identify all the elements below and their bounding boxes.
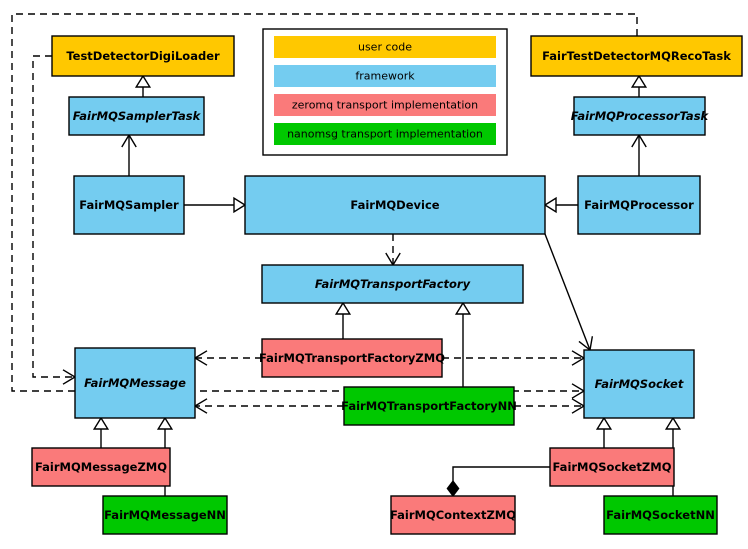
class-box-fill[interactable] [577,175,701,235]
relation-factorynn-creates-socket [514,398,586,414]
legend-swatch [274,123,496,145]
class-box-fill[interactable] [573,96,706,136]
relation-factoryzmq-inherits-factory [334,301,352,339]
legend-swatch [274,36,496,58]
class-box-FairMQSocketZMQ[interactable]: FairMQSocketZMQ [549,447,675,487]
class-box-fill[interactable] [68,96,205,136]
relation-messagezmq-inherits-message [92,416,110,448]
class-box-fill[interactable] [102,495,228,535]
relation-processor-inherits-processortask [631,133,647,176]
class-box-FairMQTransportFactoryZMQ[interactable]: FairMQTransportFactoryZMQ [259,338,445,378]
relation-factorynn-inherits-factory [454,301,472,387]
relation-processortask-inherits-recotask [630,74,648,97]
legend-item-1: framework [274,65,496,87]
relation-device-uses-transportfactory [385,234,401,267]
class-box-fill[interactable] [583,349,695,419]
relation-factoryzmq-creates-message [193,350,262,366]
class-box-fill[interactable] [549,447,675,487]
class-box-FairMQTransportFactoryNN[interactable]: FairMQTransportFactoryNN [341,386,517,426]
class-box-fill[interactable] [73,175,185,235]
class-box-FairMQDevice[interactable]: FairMQDevice [244,175,546,235]
class-box-FairMQSamplerTask[interactable]: FairMQSamplerTask [68,96,205,136]
legend-layer: user code framework zeromq transport imple… [262,28,508,156]
legend-item-2: zeromq transport implementation [274,94,496,116]
class-box-FairTestDetectorMQRecoTask[interactable]: FairTestDetectorMQRecoTask [530,35,743,77]
class-box-fill[interactable] [603,495,718,535]
class-box-TestDetectorDigiLoader[interactable]: TestDetectorDigiLoader [51,35,235,77]
relation-device-uses-socket [544,233,594,352]
relation-sampler-inherits-samplertask [121,133,137,176]
class-box-FairMQTransportFactory[interactable]: FairMQTransportFactory [261,264,524,304]
legend-item-3: nanomsg transport implementation [274,123,496,145]
relation-samplertask-inherits-digiloader [134,74,152,97]
class-box-fill[interactable] [261,264,524,304]
class-box-FairMQProcessor[interactable]: FairMQProcessor [577,175,701,235]
class-box-FairMQSampler[interactable]: FairMQSampler [73,175,185,235]
relations-layer [11,13,682,497]
class-box-FairMQSocket[interactable]: FairMQSocket [583,349,695,419]
class-box-fill[interactable] [343,386,515,426]
relation-factorynn-creates-message [193,398,344,414]
class-box-fill[interactable] [31,447,171,487]
class-box-fill[interactable] [261,338,443,378]
class-box-fill[interactable] [390,495,516,535]
class-box-fill[interactable] [244,175,546,235]
class-box-FairMQProcessorTask[interactable]: FairMQProcessorTask [571,96,710,136]
relation-socketzmq-inherits-socket [595,416,613,448]
class-box-fill[interactable] [51,35,235,77]
class-box-fill[interactable] [74,347,196,419]
relation-processor-inherits-device [543,196,578,214]
class-box-FairMQSocketNN[interactable]: FairMQSocketNN [603,495,718,535]
class-box-FairMQMessage[interactable]: FairMQMessage [74,347,196,419]
class-box-FairMQMessageZMQ[interactable]: FairMQMessageZMQ [31,447,171,487]
legend-swatch [274,65,496,87]
class-box-fill[interactable] [530,35,743,77]
relation-sampler-inherits-device [184,196,247,214]
relation-socketzmq-composes-contextzmq [446,466,550,497]
legend-swatch [274,94,496,116]
class-box-FairMQMessageNN[interactable]: FairMQMessageNN [102,495,228,535]
legend-item-0: user code [274,36,496,58]
class-box-FairMQContextZMQ[interactable]: FairMQContextZMQ [390,495,516,535]
